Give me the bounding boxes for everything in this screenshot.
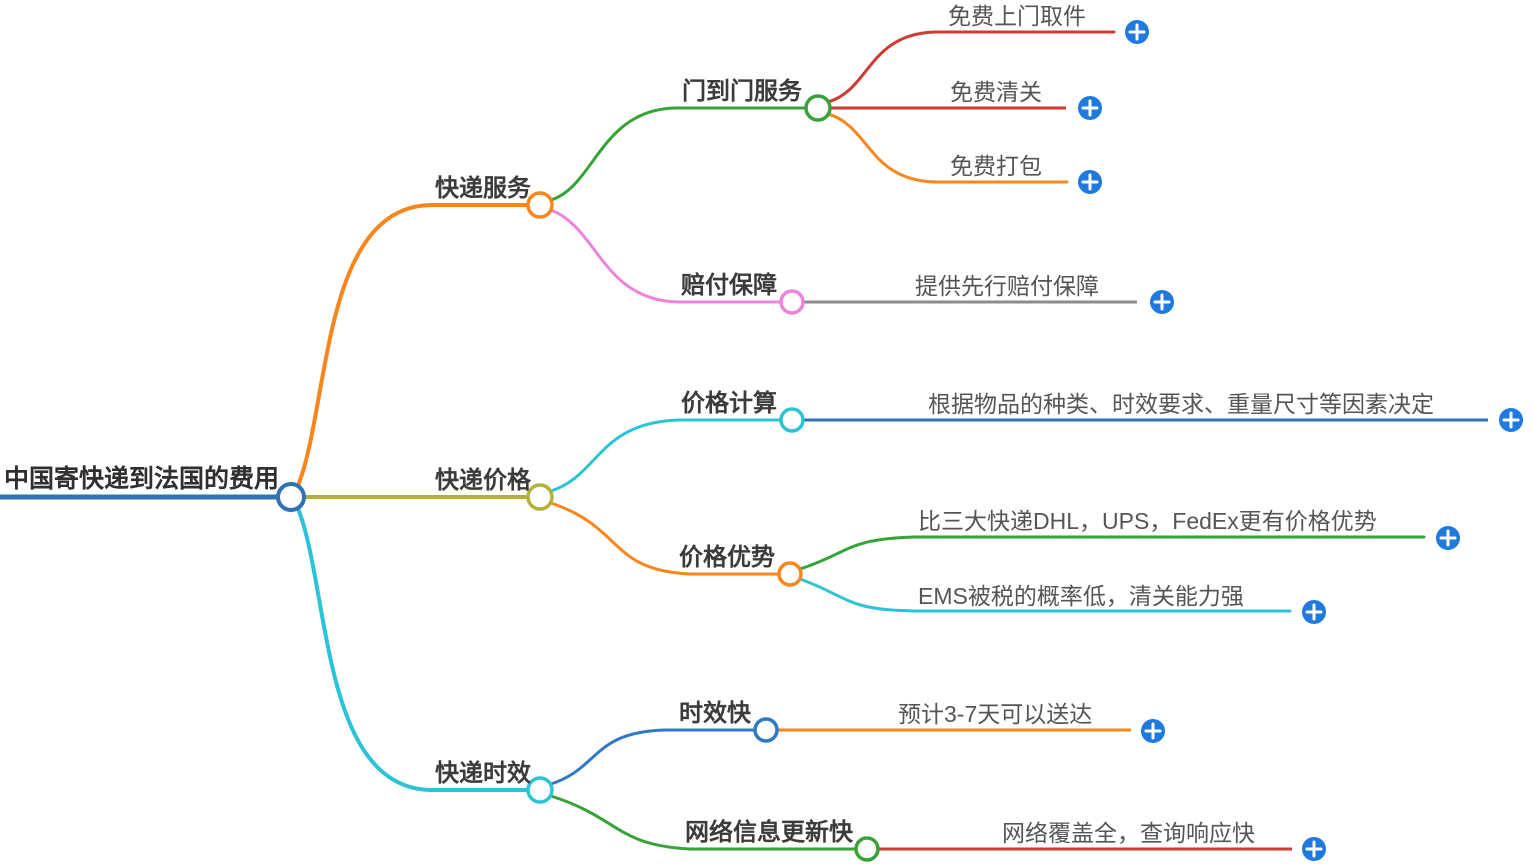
plus-icon: [1305, 603, 1323, 621]
edge-root-express-service: [295, 203, 530, 490]
plus-icon: [1305, 840, 1323, 858]
node-price-advantage-circle[interactable]: [777, 561, 803, 587]
node-root-circle[interactable]: [276, 482, 306, 512]
edge-door2door-pickup: [826, 30, 1116, 104]
plus-icon: [1144, 722, 1162, 740]
node-express-service-label[interactable]: 快递服务: [435, 175, 531, 202]
plus-icon: [1502, 411, 1520, 429]
add-button-coverage[interactable]: [1302, 837, 1326, 861]
edge-time-network: [549, 794, 858, 851]
node-express-time-circle[interactable]: [526, 776, 554, 804]
node-network-circle[interactable]: [854, 836, 880, 862]
leaf-free-pickup[interactable]: 免费上门取件: [948, 3, 1086, 29]
edge-root-express-time: [295, 504, 530, 792]
add-button-delivery-days[interactable]: [1141, 719, 1165, 743]
leaf-free-packing[interactable]: 免费打包: [950, 153, 1042, 179]
leaf-ems-advantage[interactable]: EMS被税的概率低，清关能力强: [918, 583, 1244, 609]
plus-icon: [1128, 23, 1146, 41]
leaf-free-customs[interactable]: 免费清关: [950, 79, 1042, 105]
leaf-price-factors[interactable]: 根据物品的种类、时效要求、重量尺寸等因素决定: [928, 391, 1434, 417]
node-door2door-circle[interactable]: [804, 94, 832, 122]
node-price-advantage-label[interactable]: 价格优势: [679, 544, 775, 571]
add-button-vs-couriers[interactable]: [1436, 526, 1460, 550]
add-button-packing[interactable]: [1078, 170, 1102, 194]
add-button-guarantee[interactable]: [1150, 290, 1174, 314]
plus-icon: [1081, 99, 1099, 117]
add-button-pickup[interactable]: [1125, 20, 1149, 44]
node-express-price-label[interactable]: 快递价格: [435, 467, 531, 494]
leaf-advance-compensation[interactable]: 提供先行赔付保障: [915, 273, 1099, 299]
leaf-network-coverage[interactable]: 网络覆盖全，查询响应快: [1002, 820, 1255, 846]
node-express-time-label[interactable]: 快递时效: [435, 760, 531, 787]
edge-advantage-ems: [798, 577, 1292, 613]
plus-icon: [1081, 173, 1099, 191]
edge-service-door2door: [549, 106, 808, 202]
node-network-label[interactable]: 网络信息更新快: [685, 819, 853, 846]
edge-service-compensation: [549, 208, 783, 304]
edge-advantage-vs-couriers: [798, 535, 1426, 571]
edge-price-calculation: [549, 418, 783, 493]
node-compensation-label[interactable]: 赔付保障: [681, 272, 777, 299]
node-price-calculation-label[interactable]: 价格计算: [681, 390, 777, 417]
node-compensation-circle[interactable]: [779, 289, 805, 315]
node-door2door-label[interactable]: 门到门服务: [682, 78, 802, 105]
add-button-customs[interactable]: [1078, 96, 1102, 120]
edge-price-advantage: [549, 501, 781, 576]
add-button-ems[interactable]: [1302, 600, 1326, 624]
add-button-factors[interactable]: [1499, 408, 1523, 432]
edge-door2door-packing: [826, 112, 1069, 184]
leaf-delivery-days[interactable]: 预计3-7天可以送达: [898, 701, 1093, 727]
node-time-fast-label[interactable]: 时效快: [679, 700, 751, 727]
plus-icon: [1439, 529, 1457, 547]
node-price-calculation-circle[interactable]: [779, 407, 805, 433]
node-express-price-circle[interactable]: [526, 483, 554, 511]
node-time-fast-circle[interactable]: [753, 717, 779, 743]
edge-time-fast: [549, 728, 757, 786]
root-node-label[interactable]: 中国寄快递到法国的费用: [4, 465, 280, 493]
leaf-vs-couriers[interactable]: 比三大快递DHL，UPS，FedEx更有价格优势: [918, 508, 1377, 534]
plus-icon: [1153, 293, 1171, 311]
node-express-service-circle[interactable]: [526, 191, 554, 219]
